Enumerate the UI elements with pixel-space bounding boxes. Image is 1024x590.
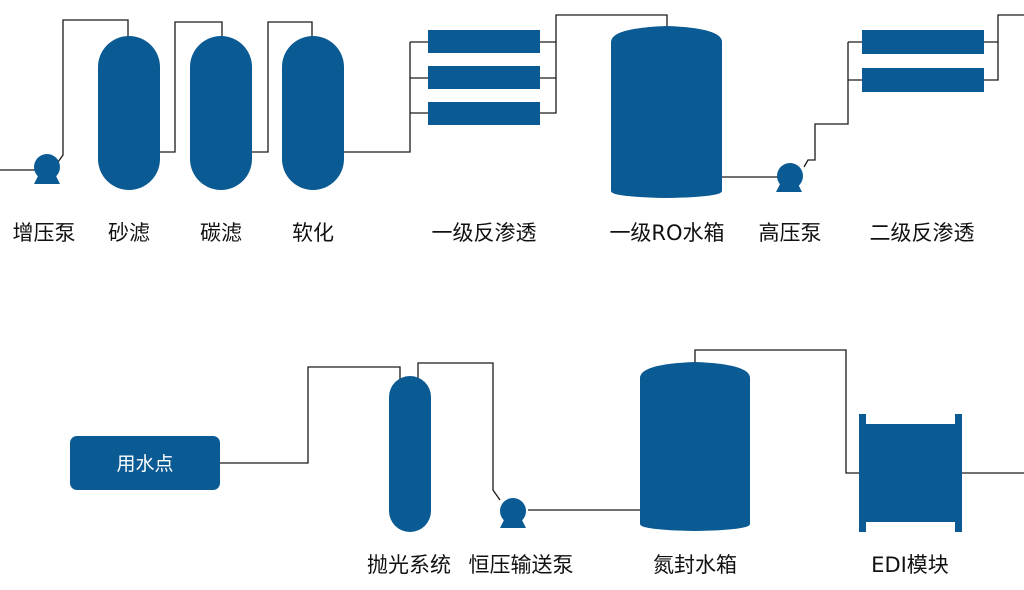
high-pressure-pump [776, 163, 803, 192]
ro1-outlet-manifold [540, 41, 557, 114]
ro-stage1-label: 一级反渗透 [432, 221, 537, 245]
ro1-membrane [428, 102, 540, 125]
ro2-outlet-manifold [984, 14, 1024, 81]
pipe-cp-pump-to-polisher [417, 362, 501, 501]
pipe-carbon-to-softener [250, 21, 313, 153]
use-point-button[interactable]: 用水点 [70, 436, 220, 490]
ro-stage2-label: 二级反渗透 [870, 221, 975, 245]
nitrogen-sealed-tank [640, 362, 750, 531]
ro1-inlet-manifold [410, 41, 428, 114]
edi-module-body [866, 424, 955, 522]
pipe-network [0, 14, 1024, 511]
softener-label: 软化 [292, 221, 334, 245]
constant-pressure-pump [500, 498, 526, 528]
ro1-membrane [428, 66, 540, 89]
pipe-softener-to-ro1 [342, 42, 411, 153]
edi-flange [955, 414, 962, 532]
polishing-vessel [389, 376, 431, 532]
softener-vessel [282, 36, 344, 190]
carbon-filter-label: 碳滤 [200, 221, 242, 245]
high-pressure-pump-label: 高压泵 [759, 221, 822, 245]
constant-pressure-pump-label: 恒压输送泵 [469, 553, 574, 577]
booster-pump-label: 增压泵 [13, 221, 76, 245]
edi-flange [859, 414, 866, 532]
edi-module-label: EDI模块 [871, 553, 949, 577]
ro-stage1-membranes [428, 30, 540, 125]
ro-tank-label: 一级RO水箱 [609, 221, 724, 245]
equipment-labels: 增压泵 砂滤 碳滤 软化 一级反渗透 一级RO水箱 高压泵 二级反渗透 抛光系统… [13, 221, 975, 577]
ro1-membrane [428, 30, 540, 53]
ro-water-tank [611, 26, 722, 198]
pipe-ro1-to-tank [555, 14, 668, 42]
pipe-edi-to-n2-tank [694, 349, 860, 474]
sand-filter-vessel [98, 36, 160, 190]
pipe-pump-to-sand [57, 19, 129, 163]
nitrogen-tank-label: 氮封水箱 [653, 553, 737, 577]
ro-stage2-membranes [862, 30, 984, 92]
sand-filter-label: 砂滤 [108, 221, 150, 245]
edi-module [859, 414, 962, 532]
pipe-hp-pump-to-ro2 [803, 42, 849, 168]
carbon-filter-vessel [190, 36, 252, 190]
polishing-system-label: 抛光系统 [367, 553, 451, 577]
ro2-membrane [862, 68, 984, 92]
booster-pump [34, 154, 60, 184]
ro2-membrane [862, 30, 984, 54]
pipe-polisher-to-use-point [220, 366, 401, 464]
ro2-inlet-manifold [848, 41, 862, 81]
pipe-sand-to-carbon [160, 21, 223, 153]
use-point-label: 用水点 [116, 453, 173, 475]
